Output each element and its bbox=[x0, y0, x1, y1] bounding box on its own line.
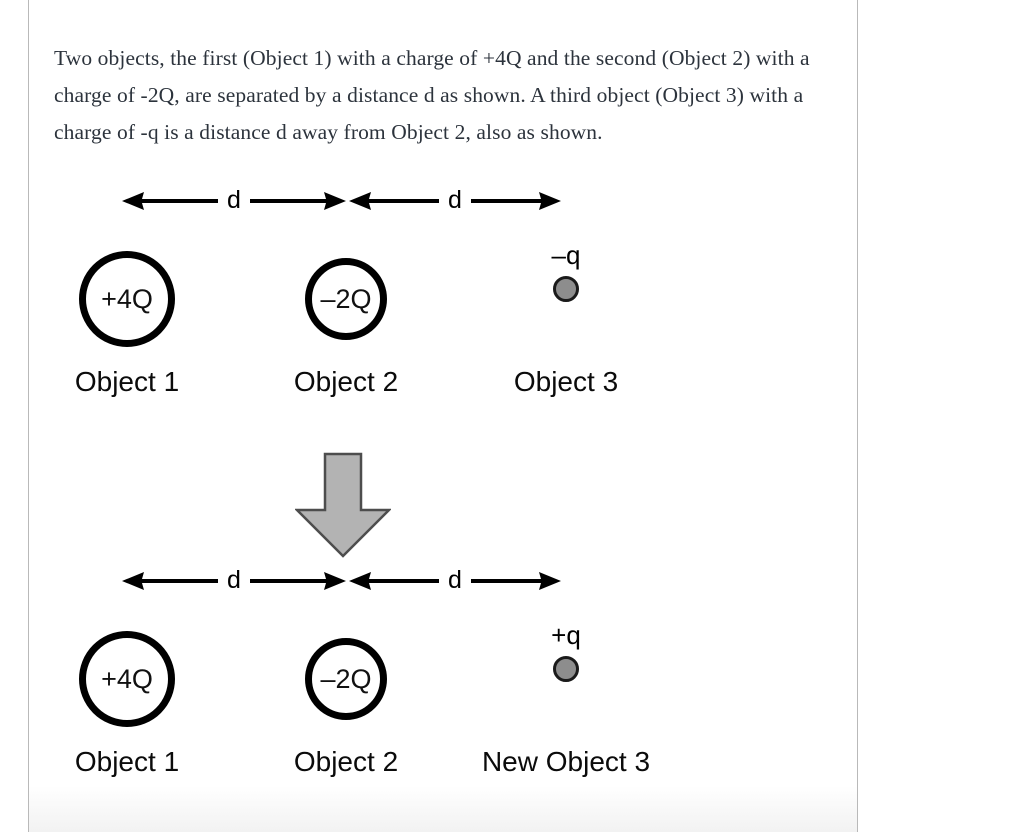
charges-row-after: +4Q Object 1 –2Q Object 2 +q bbox=[0, 614, 1024, 794]
question-text: Two objects, the first (Object 1) with a… bbox=[54, 45, 810, 144]
charge-circle-large: +4Q bbox=[79, 631, 175, 727]
point-charge-group: +q bbox=[526, 622, 606, 682]
distance-d-object2-object3: d bbox=[348, 178, 562, 224]
distance-d-object2-object3: d bbox=[348, 558, 562, 604]
charge-value: +4Q bbox=[101, 663, 153, 694]
page-bottom-fade bbox=[29, 786, 857, 832]
object-2-after: –2Q Object 2 bbox=[246, 614, 446, 776]
object-3-before: –q Object 3 bbox=[466, 234, 666, 396]
object-label: Object 3 bbox=[513, 366, 619, 397]
page-left-rule bbox=[28, 0, 29, 832]
charge-value: +q bbox=[551, 620, 581, 650]
distance-row-after: d d bbox=[0, 558, 1024, 604]
charge-value: –q bbox=[551, 240, 581, 270]
object-3-after: +q New Object 3 bbox=[466, 614, 666, 776]
charge-value: –2Q bbox=[320, 663, 372, 694]
left-arrow-icon bbox=[349, 192, 440, 210]
object-3-glyph: –q bbox=[466, 234, 666, 366]
charge-value: –2Q bbox=[320, 283, 372, 314]
distance-label: d bbox=[448, 565, 462, 594]
object-2-before: –2Q Object 2 bbox=[246, 234, 446, 396]
distance-label: d bbox=[227, 185, 241, 214]
object-1-glyph: +4Q bbox=[27, 614, 227, 746]
object-1-before: +4Q Object 1 bbox=[27, 234, 227, 396]
right-arrow-icon bbox=[249, 572, 346, 590]
charge-circle-large: +4Q bbox=[79, 251, 175, 347]
distance-label: d bbox=[448, 185, 462, 214]
point-charge-group: –q bbox=[526, 242, 606, 302]
object-1-after: +4Q Object 1 bbox=[27, 614, 227, 776]
object-2-glyph: –2Q bbox=[246, 234, 446, 366]
right-arrow-icon bbox=[470, 192, 561, 210]
object-label: New Object 3 bbox=[481, 746, 651, 777]
distance-row-before: d d bbox=[0, 178, 1024, 224]
object-3-glyph: +q bbox=[466, 614, 666, 746]
left-arrow-icon bbox=[122, 192, 219, 210]
object-label: Object 1 bbox=[74, 746, 180, 777]
right-arrow-icon bbox=[249, 192, 346, 210]
charge-circle-medium: –2Q bbox=[305, 638, 387, 720]
down-arrow-icon bbox=[295, 452, 391, 558]
right-arrow-icon bbox=[470, 572, 561, 590]
object-label: Object 2 bbox=[293, 746, 399, 777]
left-arrow-icon bbox=[349, 572, 440, 590]
object-1-glyph: +4Q bbox=[27, 234, 227, 366]
charge-value: +4Q bbox=[101, 283, 153, 314]
charge-circle-medium: –2Q bbox=[305, 258, 387, 340]
left-arrow-icon bbox=[122, 572, 219, 590]
distance-label: d bbox=[227, 565, 241, 594]
charges-row-before: +4Q Object 1 –2Q Object 2 –q bbox=[0, 234, 1024, 414]
distance-d-object1-object2: d bbox=[120, 178, 348, 224]
object-2-glyph: –2Q bbox=[246, 614, 446, 746]
page-right-rule bbox=[857, 0, 858, 832]
point-charge-dot bbox=[553, 276, 579, 302]
object-label: Object 1 bbox=[74, 366, 180, 397]
object-label: Object 2 bbox=[293, 366, 399, 397]
distance-d-object1-object2: d bbox=[120, 558, 348, 604]
point-charge-dot bbox=[553, 656, 579, 682]
